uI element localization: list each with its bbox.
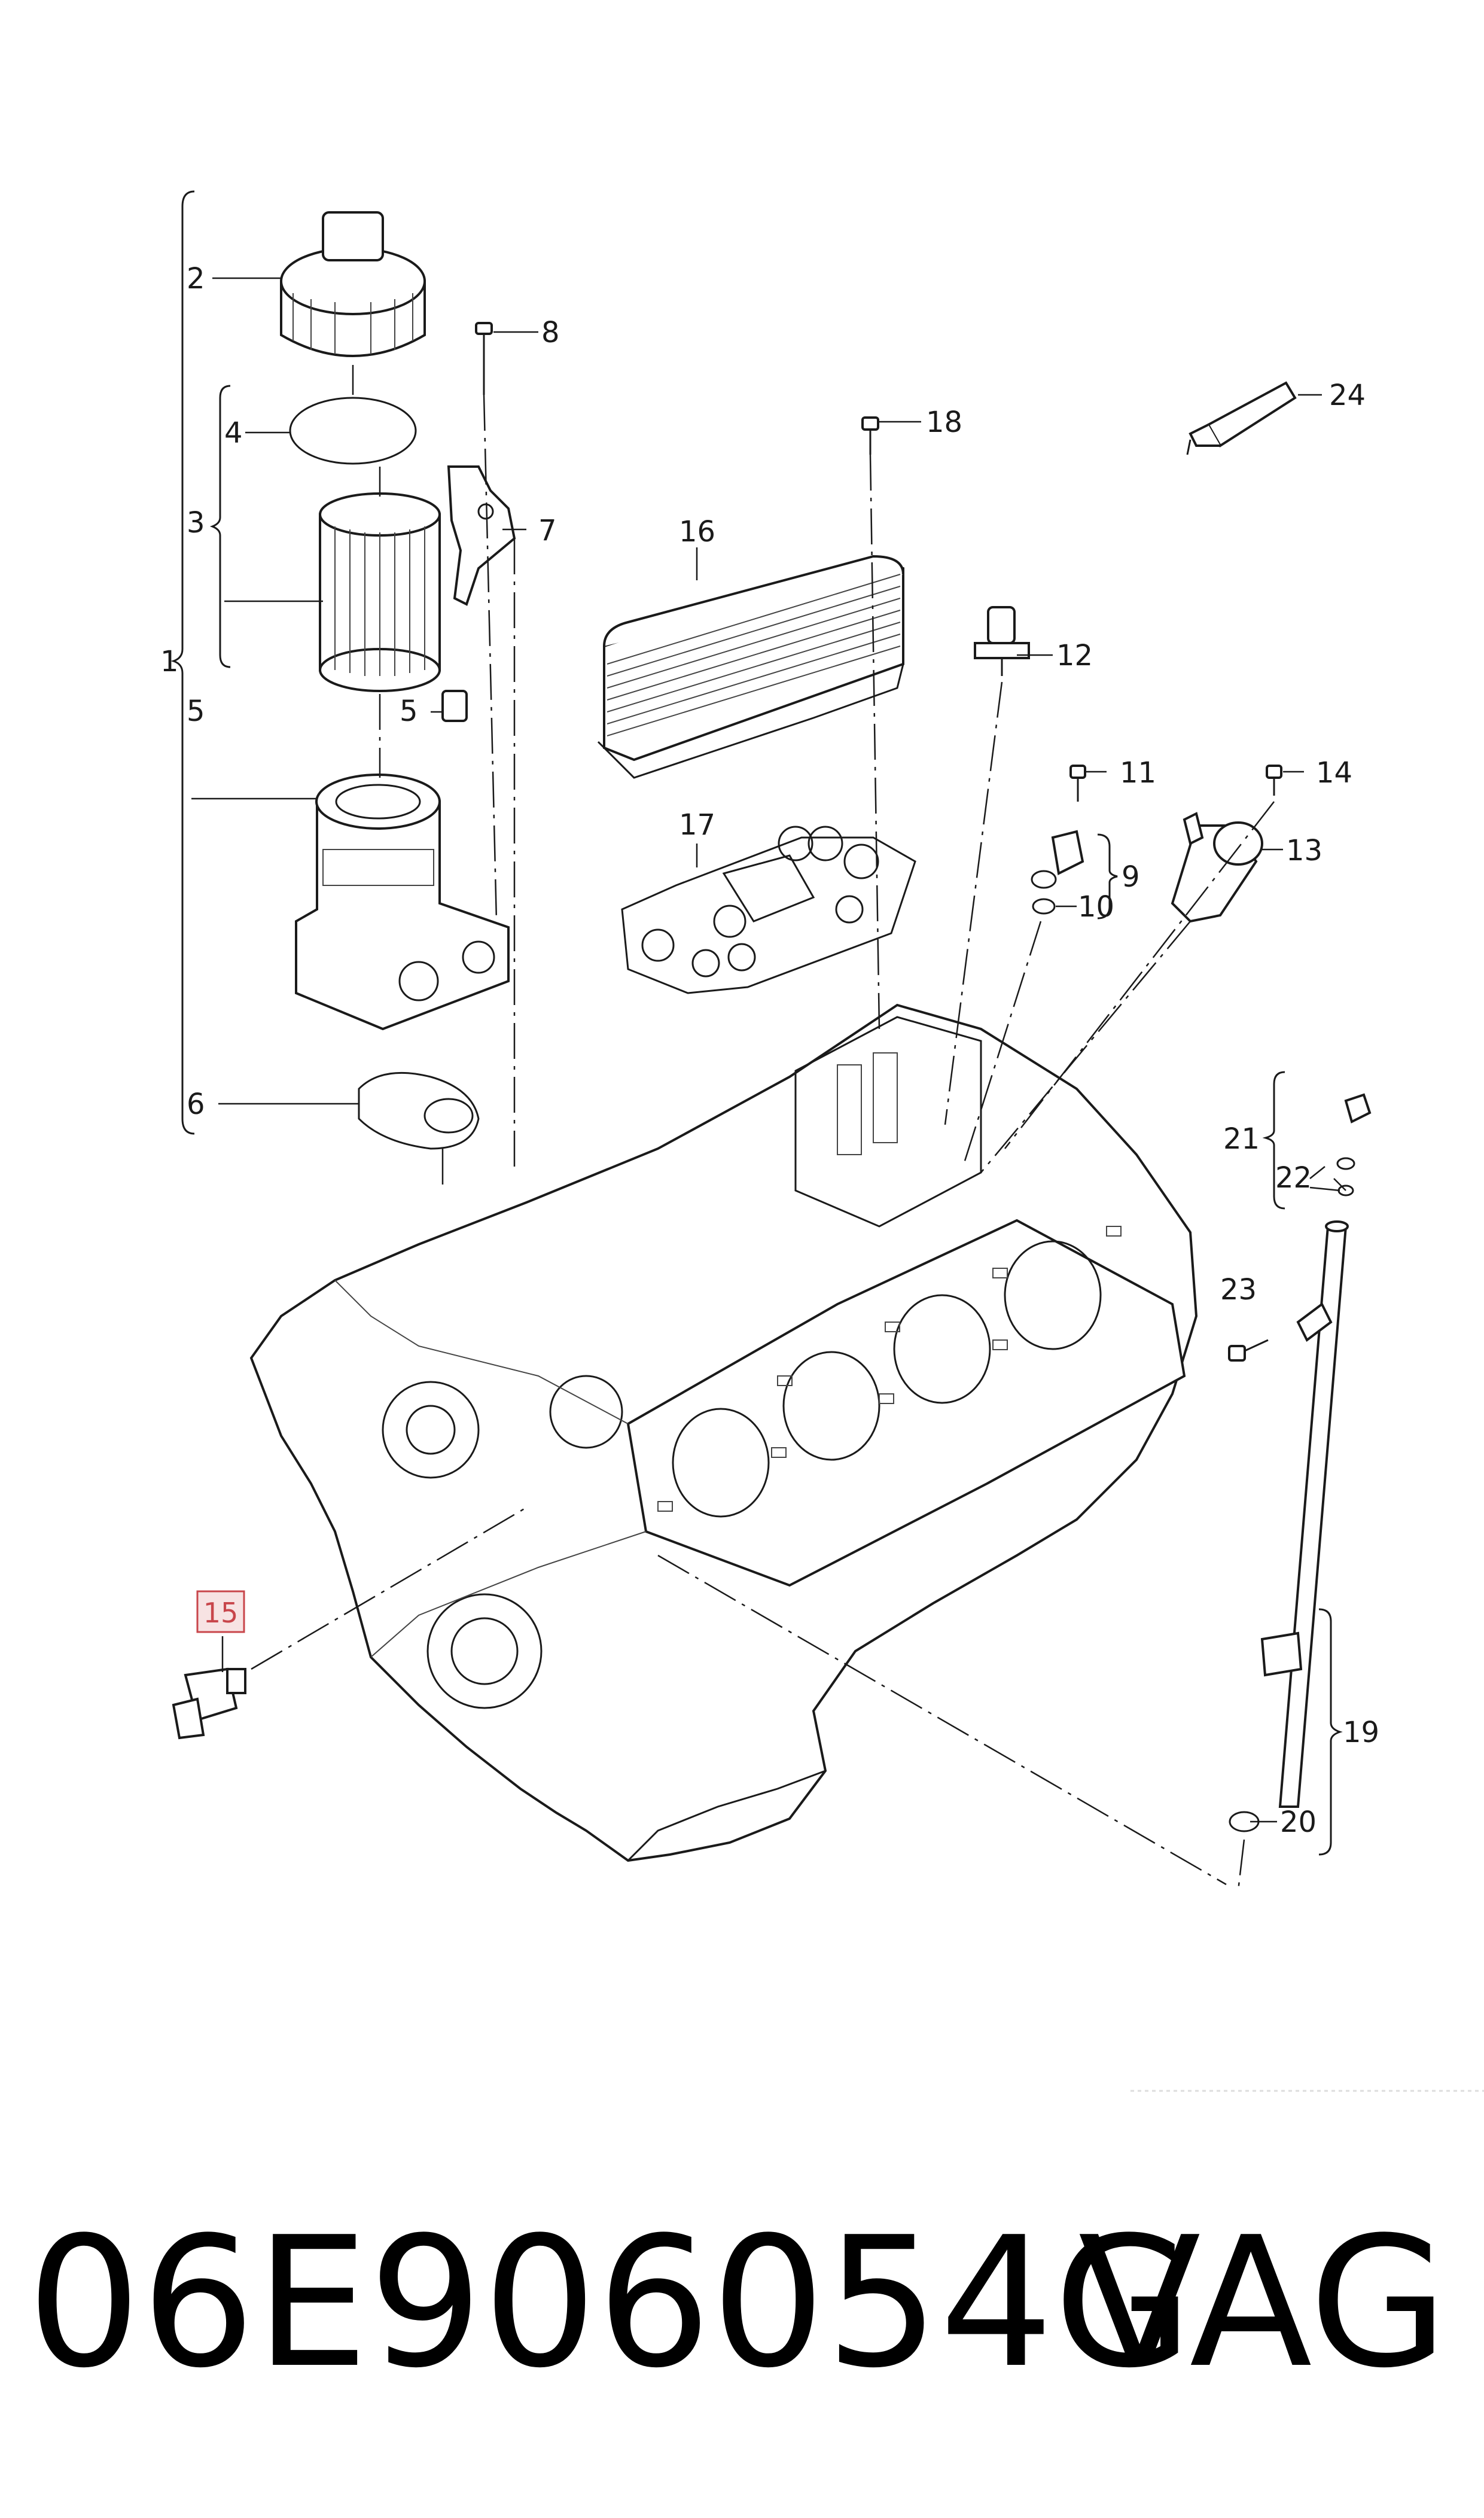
bolt-11: [1069, 765, 1086, 802]
engine-block: [249, 1003, 1198, 1862]
bolt-23: [1228, 1339, 1269, 1362]
housing-gasket: [358, 1071, 480, 1150]
callout-3: 3: [187, 506, 205, 540]
callout-17: 17: [679, 808, 715, 842]
oil-pressure-switch-12: [974, 606, 1030, 676]
callout-20: 20: [1280, 1805, 1317, 1839]
callout-8: 8: [541, 316, 560, 349]
leader-lines: [191, 277, 1346, 1823]
dipstick-guide-tube: [1260, 1220, 1349, 1808]
oil-temp-sensor-10: [1031, 830, 1084, 915]
callout-18: 18: [926, 406, 962, 439]
cooler-gasket: [621, 826, 916, 994]
callout-11: 11: [1120, 756, 1156, 790]
callout-15: 15: [203, 1597, 239, 1629]
callout-13: 13: [1286, 834, 1323, 867]
sealant-tube: [1186, 381, 1297, 455]
callout-21: 21: [1223, 1122, 1260, 1156]
oil-filter-element: [319, 492, 441, 692]
callout-14: 14: [1316, 756, 1352, 790]
filter-o-ring: [289, 397, 417, 465]
group-braces: [170, 190, 1343, 1856]
oil-level-sensor-13: [1171, 812, 1263, 923]
bolt-14: [1266, 765, 1282, 796]
callout-4: 4: [224, 416, 243, 450]
footer: 06E906054G VAG: [0, 2213, 1484, 2465]
callout-10: 10: [1078, 890, 1114, 924]
callout-9: 9: [1122, 860, 1140, 894]
callout-12: 12: [1056, 639, 1093, 672]
callout-7: 7: [538, 514, 557, 547]
callout-6: 6: [187, 1088, 205, 1121]
callout-16: 16: [679, 515, 715, 549]
callout-1: 1: [160, 645, 179, 678]
bolt-8: [475, 322, 493, 395]
callout-5-valve: 5: [400, 695, 418, 728]
callout-2: 2: [187, 262, 205, 296]
bolt-18: [861, 416, 879, 455]
parts-exploded-diagram: 1 2 3 4 5 5 6 7 8 10 11 12 13 14 16 17 1…: [160, 190, 1484, 2092]
callout-5-housing: 5: [187, 695, 205, 728]
callout-15-highlighted: 15: [196, 1590, 245, 1633]
dipstick-handle: [1336, 1093, 1372, 1196]
callout-labels: 1 2 3 4 5 5 6 7 8 10 11 12 13 14 16 17 1…: [160, 262, 1379, 1839]
oil-cooler: [597, 555, 904, 779]
heat-shield-bracket: [447, 465, 516, 606]
oil-pressure-sender-15: [172, 1667, 246, 1740]
brand-name: VAG: [1078, 2199, 1448, 2407]
callout-23: 23: [1220, 1273, 1257, 1307]
callout-24: 24: [1329, 379, 1366, 412]
check-valve-small: [441, 690, 468, 722]
oil-filter-housing: [295, 774, 510, 1031]
callout-19: 19: [1343, 1716, 1379, 1749]
oil-filter-housing-cap: [280, 211, 426, 357]
part-number: 06E906054G: [27, 2199, 1193, 2407]
callout-22: 22: [1275, 1161, 1312, 1195]
